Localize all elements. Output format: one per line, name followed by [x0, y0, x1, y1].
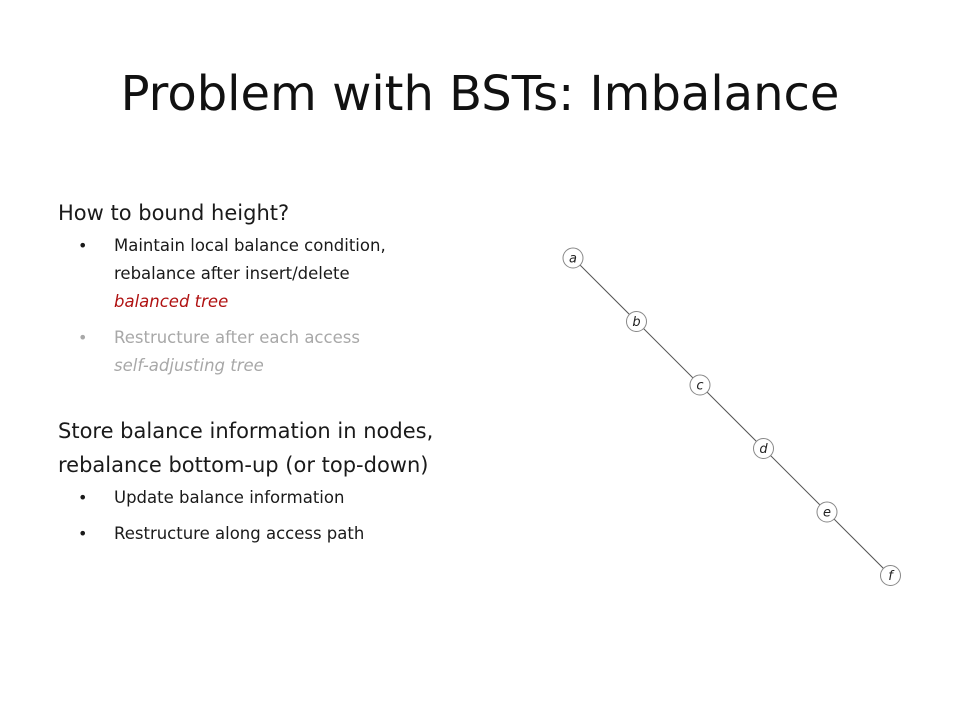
tree-node-e: e [816, 501, 838, 523]
bullet-dot-icon: • [78, 488, 88, 507]
bullet-line: Maintain local balance condition, [114, 236, 386, 255]
bound-height-bullets: • Maintain local balance condition, reba… [58, 232, 538, 380]
tree-node-label: e [823, 506, 831, 521]
term-self-adjusting-tree: self-adjusting tree [114, 356, 264, 375]
tree-node-a: a [562, 247, 584, 269]
tree-node-circle [562, 247, 584, 269]
tree-node-label: d [759, 442, 768, 457]
tree-node-circle [880, 565, 901, 586]
tree-edge-c-d [699, 384, 764, 449]
tree-edge-b-c [636, 321, 701, 386]
bullet-self-adjusting: • Restructure after each access self-adj… [58, 324, 538, 380]
bullet-dot-icon: • [78, 328, 88, 347]
tree-edge-a-b [572, 257, 637, 322]
tree-node-d: d [753, 438, 774, 459]
bullet-update-balance: • Update balance information [58, 484, 538, 512]
bullet-line: Update balance information [114, 488, 345, 507]
tree-node-circle [753, 438, 774, 459]
slide-content: How to bound height? • Maintain local ba… [58, 196, 538, 556]
tree-node-circle [816, 501, 838, 523]
tree-node-label: f [888, 569, 895, 584]
store-balance-bullets: • Update balance information • Restructu… [58, 484, 538, 548]
tree-node-circle [626, 311, 647, 332]
tree-node-label: b [632, 315, 640, 330]
tree-node-circle [689, 374, 711, 396]
term-balanced-tree: balanced tree [114, 292, 229, 311]
tree-node-label: c [696, 379, 703, 394]
heading-store-balance: Store balance information in nodes, reba… [58, 414, 538, 482]
heading-line: Store balance information in nodes, [58, 419, 434, 443]
bullet-dot-icon: • [78, 236, 88, 255]
tree-node-b: b [626, 311, 647, 332]
tree-node-label: a [569, 252, 577, 267]
heading-line: rebalance bottom-up (or top-down) [58, 453, 429, 477]
heading-bound-height: How to bound height? [58, 201, 290, 225]
bullet-line: Restructure after each access [114, 328, 360, 347]
bullet-line: rebalance after insert/delete [114, 264, 350, 283]
bullet-dot-icon: • [78, 524, 88, 543]
tree-edge-e-f [826, 511, 891, 576]
tree-node-c: c [689, 374, 711, 396]
tree-edge-d-e [763, 448, 828, 513]
bullet-restructure-path: • Restructure along access path [58, 520, 538, 548]
tree-node-f: f [880, 565, 901, 586]
bullet-line: Restructure along access path [114, 524, 365, 543]
bullet-balanced-tree: • Maintain local balance condition, reba… [58, 232, 538, 316]
slide-title: Problem with BSTs: Imbalance [120, 66, 840, 122]
